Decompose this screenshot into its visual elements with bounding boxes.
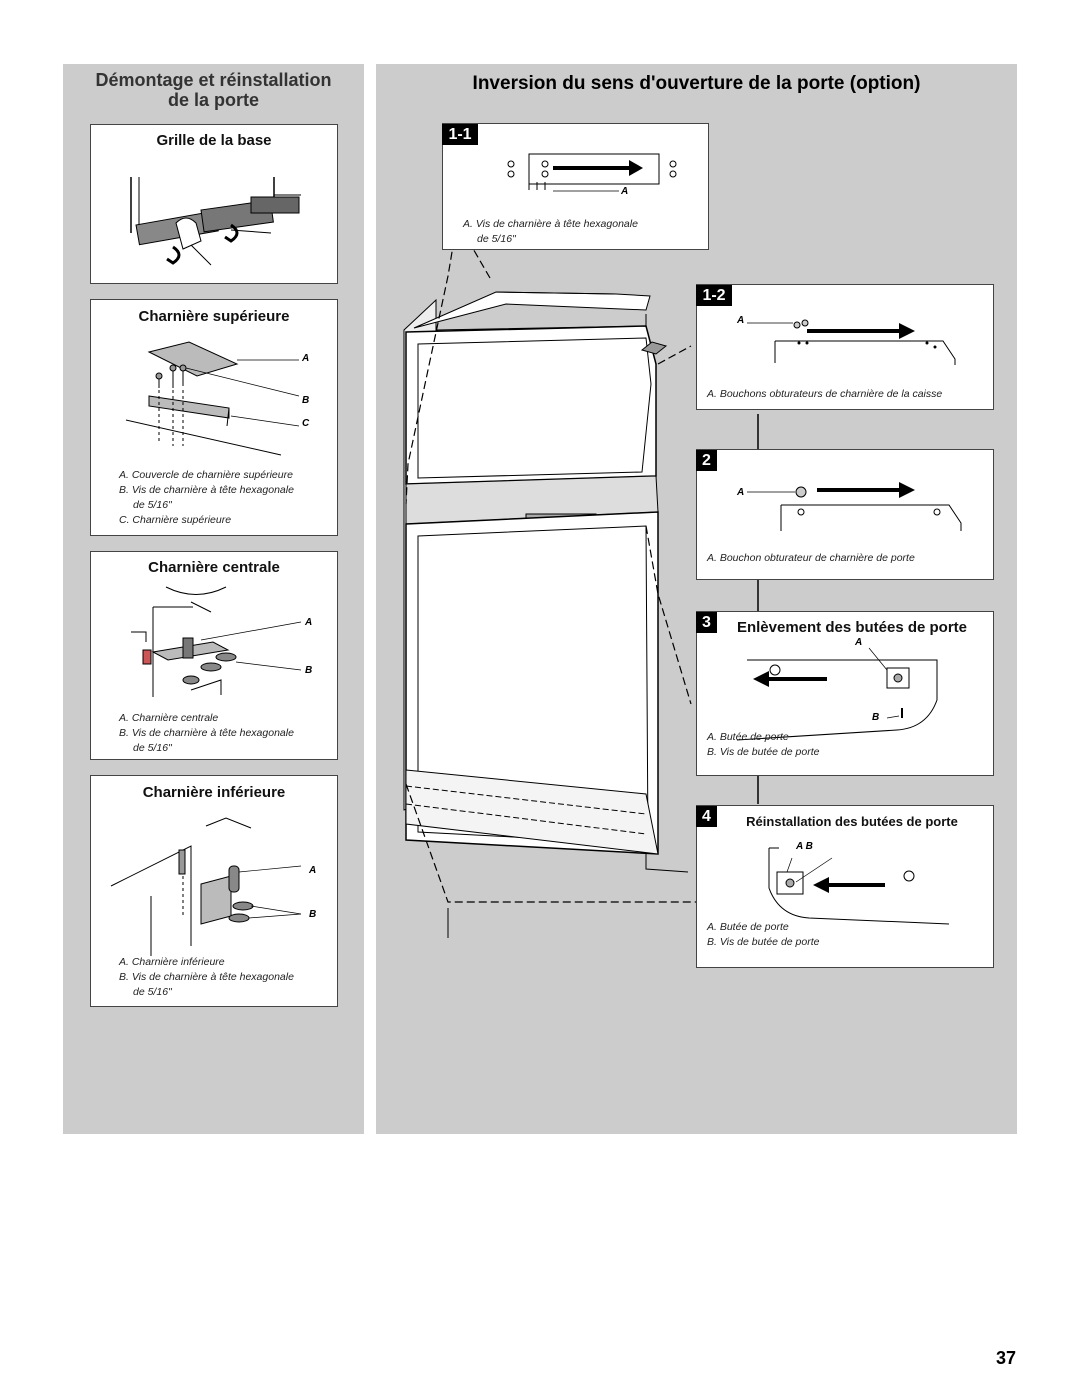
step-4-heading: Réinstallation des butées de porte bbox=[746, 814, 958, 829]
sup-captions: A. Couvercle de charnière supérieure B. … bbox=[119, 469, 294, 526]
sup-heading: Charnière supérieure bbox=[138, 308, 290, 325]
step-4-illustration bbox=[768, 847, 950, 925]
step-3-tag: 3 bbox=[696, 612, 717, 633]
inf-box: Charnière inférieure A B A. Charnière in… bbox=[90, 775, 338, 1007]
step-3-box: 3 Enlèvement des butées de porte A B A. … bbox=[696, 611, 994, 776]
centrale-label-b: B bbox=[305, 665, 313, 676]
step-1-1-label-a: A bbox=[621, 186, 629, 197]
right-title: Inversion du sens d'ouverture de la port… bbox=[472, 73, 921, 94]
step-2-tag: 2 bbox=[696, 450, 717, 471]
step-1-1-captions: A. Vis de charnière à tête hexagonale de… bbox=[463, 218, 638, 245]
sup-label-c: C bbox=[302, 418, 310, 429]
step-3-illustration bbox=[736, 647, 938, 741]
inf-illustration bbox=[110, 817, 302, 956]
sup-illustration bbox=[125, 341, 300, 456]
grille-illustration bbox=[130, 177, 301, 266]
step-3-captions: A. Butée de porte B. Vis de butée de por… bbox=[707, 731, 820, 758]
inf-captions: A. Charnière inférieure B. Vis de charni… bbox=[119, 956, 294, 998]
step-4-captions: A. Butée de porte B. Vis de butée de por… bbox=[707, 921, 820, 948]
step-1-2-tag: 1-2 bbox=[696, 285, 732, 306]
step-3-heading: Enlèvement des butées de porte bbox=[736, 619, 968, 636]
step-1-1-illustration bbox=[507, 153, 677, 192]
sup-label-a: A bbox=[302, 353, 310, 364]
step-3-label-a: A bbox=[855, 637, 863, 648]
step-3-label-b: B bbox=[872, 712, 880, 723]
step-2-caption: A. Bouchon obturateur de charnière de po… bbox=[707, 552, 915, 564]
step-4-tag: 4 bbox=[696, 806, 717, 827]
sup-label-b: B bbox=[302, 395, 310, 406]
grille-box: Grille de la base bbox=[90, 124, 338, 284]
step-1-2-box: 1-2 A A. Bouchons obturateurs de charniè… bbox=[696, 284, 994, 410]
step-1-2-illustration bbox=[747, 319, 956, 365]
step-4-box: 4 Réinstallation des butées de porte A B… bbox=[696, 805, 994, 968]
step-1-1-tag: 1-1 bbox=[442, 124, 478, 145]
refrigerator-illustration bbox=[403, 239, 759, 938]
grille-heading: Grille de la base bbox=[156, 132, 272, 149]
step-1-2-caption: A. Bouchons obturateurs de charnière de … bbox=[707, 388, 943, 400]
page-number: 37 bbox=[996, 1348, 1017, 1368]
step-4-label-ab: A B bbox=[796, 841, 813, 852]
inf-heading: Charnière inférieure bbox=[142, 784, 286, 801]
step-1-1-box: 1-1 A A. Vis de charnière à tête hexagon… bbox=[442, 123, 709, 250]
centrale-box: Charnière centrale A B A. Charnière cent… bbox=[90, 551, 338, 760]
sup-box: Charnière supérieure A B C A. Couvercle … bbox=[90, 299, 338, 536]
step-1-2-label-a: A bbox=[737, 315, 745, 326]
left-title: Démontage et réinstallation de la porte bbox=[95, 70, 332, 110]
step-2-label-a: A bbox=[737, 487, 745, 498]
step-2-illustration bbox=[747, 482, 962, 531]
inf-label-b: B bbox=[309, 909, 317, 920]
inf-label-a: A bbox=[309, 865, 317, 876]
centrale-heading: Charnière centrale bbox=[148, 559, 280, 576]
centrale-label-a: A bbox=[305, 617, 313, 628]
step-2-box: 2 A A. Bouchon obturateur de charnière d… bbox=[696, 449, 994, 580]
centrale-captions: A. Charnière centrale B. Vis de charnièr… bbox=[119, 712, 294, 754]
centrale-illustration bbox=[131, 586, 302, 697]
